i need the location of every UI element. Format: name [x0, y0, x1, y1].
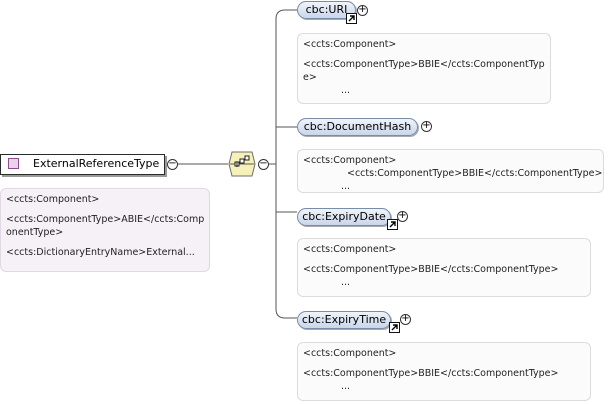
annotation-line: <ccts:Component>: [303, 348, 397, 359]
annotation-more: ...: [341, 85, 351, 96]
branch-trunk: [275, 9, 297, 319]
annotation-line: e>: [303, 72, 317, 83]
annotation-line: <ccts:Component>: [6, 194, 100, 205]
annotation-line: <ccts:Component>: [303, 155, 397, 166]
annotation-line: <ccts:Component>: [303, 39, 397, 50]
annotation-line: <ccts:DictionaryEntryName>External...: [6, 247, 195, 258]
annotation-line: <ccts:ComponentType>BBIE</ccts:Component…: [303, 264, 559, 275]
element-documenthash[interactable]: cbc:DocumentHash: [297, 118, 418, 136]
complex-type-icon: [8, 158, 19, 169]
element-uri-expand-toggle[interactable]: +: [357, 4, 368, 16]
element-expirydate-expand-toggle[interactable]: +: [397, 210, 408, 222]
root-collapse-toggle[interactable]: −: [167, 158, 178, 170]
root-type-name: ExternalReferenceType: [33, 157, 160, 170]
annotation-line: <ccts:Component>: [303, 244, 397, 255]
element-expirytime[interactable]: cbc:ExpiryTime: [297, 311, 391, 329]
element-expirytime-expand-toggle[interactable]: +: [400, 313, 411, 325]
root-type-box[interactable]: ExternalReferenceType: [0, 154, 165, 175]
annotation-line: <ccts:ComponentType>BBIE</ccts:Component…: [347, 168, 603, 179]
element-uri-annotation: <ccts:Component> <ccts:ComponentType>BBI…: [297, 33, 551, 104]
element-expirydate-annotation: <ccts:Component> <ccts:ComponentType>BBI…: [297, 238, 591, 297]
reference-arrow-icon: [387, 219, 398, 230]
element-documenthash-expand-toggle[interactable]: +: [421, 120, 432, 132]
annotation-line: <ccts:ComponentType>BBIE</ccts:Component…: [303, 368, 559, 379]
sequence-compositor-icon[interactable]: [228, 151, 256, 177]
annotation-more: ...: [341, 181, 351, 192]
element-documenthash-annotation: <ccts:Component> <ccts:ComponentType>BBI…: [297, 149, 604, 193]
annotation-line: onentType>: [6, 227, 64, 238]
element-expirydate[interactable]: cbc:ExpiryDate: [297, 208, 391, 226]
sequence-collapse-toggle[interactable]: −: [258, 158, 269, 170]
annotation-more: ...: [341, 277, 351, 288]
reference-arrow-icon: [389, 322, 400, 333]
annotation-line: <ccts:ComponentType>ABIE</ccts:Comp: [6, 214, 205, 225]
root-annotation: <ccts:Component> <ccts:ComponentType>ABI…: [0, 188, 210, 272]
annotation-more: ...: [341, 381, 351, 392]
element-uri[interactable]: cbc:URI: [297, 1, 356, 19]
reference-arrow-icon: [346, 13, 357, 24]
element-expirytime-annotation: <ccts:Component> <ccts:ComponentType>BBI…: [297, 342, 591, 401]
annotation-line: <ccts:ComponentType>BBIE</ccts:Component…: [303, 59, 545, 70]
